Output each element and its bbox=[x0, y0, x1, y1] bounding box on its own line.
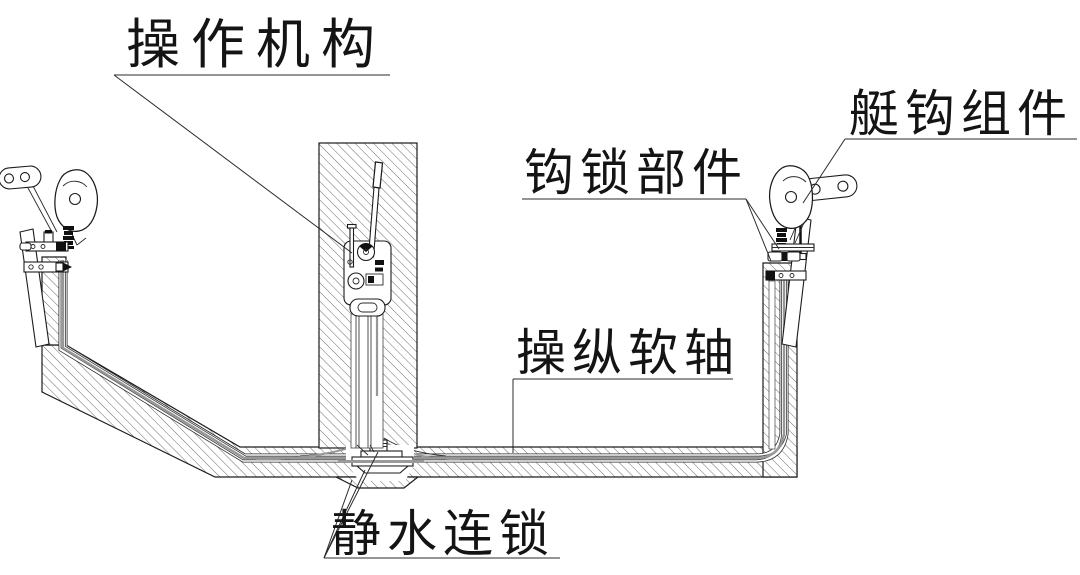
cable-conduit bbox=[58, 260, 789, 463]
right-hook-assembly bbox=[765, 165, 858, 450]
labels: 操作机构 钩锁部件 艇钩组件 操纵软轴 静水连锁 bbox=[126, 15, 1073, 562]
lever-grip bbox=[372, 161, 384, 189]
label-boat-hook-assembly: 艇钩组件 bbox=[849, 86, 1073, 142]
left-link-plate bbox=[0, 165, 42, 190]
label-operating-mechanism: 操作机构 bbox=[126, 15, 386, 75]
label-hook-lock-part: 钩锁部件 bbox=[524, 145, 748, 201]
label-control-flexible-shaft: 操纵软轴 bbox=[516, 325, 740, 381]
label-hydrostatic-interlock: 静水连锁 bbox=[331, 506, 555, 562]
operating-mechanism bbox=[343, 161, 392, 456]
leader-lines bbox=[113, 74, 1077, 559]
left-hook-assembly bbox=[0, 165, 99, 348]
right-link-plate bbox=[799, 174, 858, 202]
